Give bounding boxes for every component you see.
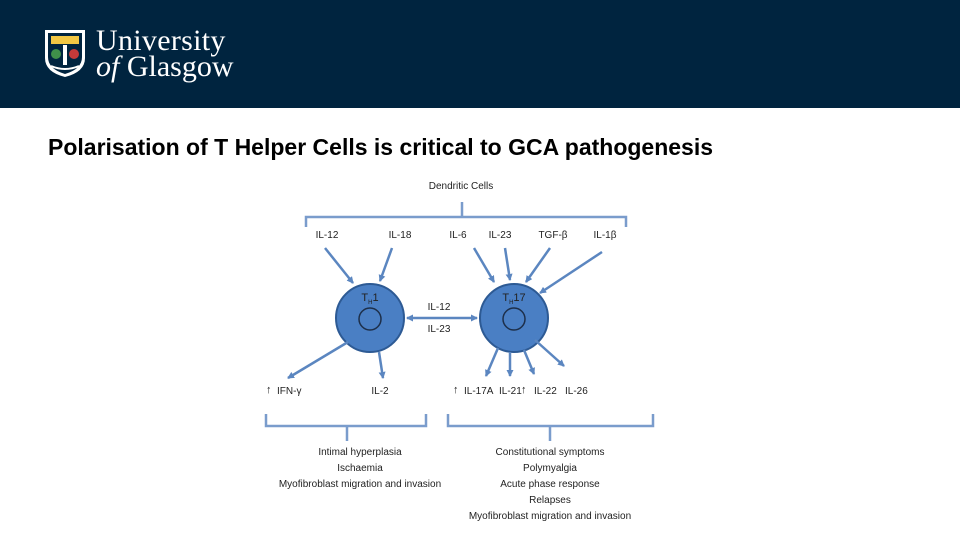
- output-il17a: IL-17A: [464, 386, 494, 397]
- arrow-th17-to-il17a: [484, 347, 500, 377]
- cytokine-il1b: IL-1β: [594, 230, 617, 241]
- th17-effects-bracket: [446, 414, 655, 441]
- th1-effects-bracket: [264, 414, 428, 441]
- th-polarisation-diagram: Dendritic Cells IL-12 IL-18 IL-6 IL-23 T…: [264, 181, 655, 522]
- arrow-il1b-to-th17: [539, 250, 603, 295]
- arrow-th17-to-il26: [534, 339, 565, 367]
- logo-text-university: University: [96, 24, 226, 57]
- input-arrows: [324, 247, 603, 295]
- th17-label: TH17: [502, 292, 525, 306]
- cytokine-il12: IL-12: [316, 230, 339, 241]
- output-il22: IL-22: [534, 386, 557, 397]
- university-logo[interactable]: University of Glasgow: [38, 24, 268, 84]
- arrow-il18-to-th1: [378, 247, 394, 282]
- output-il26: IL-26: [565, 386, 588, 397]
- up-arrow-il22: ↑: [521, 384, 527, 396]
- arrow-th1-to-ifng: [287, 340, 349, 380]
- th17-effect-2: Polymyalgia: [523, 463, 577, 474]
- output-il2: IL-2: [371, 386, 389, 397]
- output-arrows: [287, 339, 565, 380]
- arrow-il23-to-th17: [503, 247, 513, 281]
- output-il21: IL-21: [499, 386, 522, 397]
- logo-text-of: of: [96, 50, 120, 83]
- th17-cell: TH17: [479, 283, 549, 353]
- arrow-th1-to-il2: [377, 351, 386, 379]
- cytokine-il23: IL-23: [489, 230, 512, 241]
- cytokine-il6: IL-6: [449, 230, 467, 241]
- cytokine-il18: IL-18: [389, 230, 412, 241]
- cross-label-il12: IL-12: [428, 302, 451, 313]
- dendritic-cells-label: Dendritic Cells: [429, 181, 493, 192]
- cytokine-tgfb: TGF-β: [538, 230, 567, 241]
- th1-label: TH1: [361, 292, 378, 306]
- th1-effect-1: Intimal hyperplasia: [318, 447, 402, 458]
- header-bar: University of Glasgow: [0, 0, 960, 108]
- arrow-il12-to-th1: [324, 247, 354, 284]
- th1-effect-2: Ischaemia: [337, 463, 383, 474]
- logo-text-of-glasgow: of Glasgow: [96, 52, 234, 82]
- output-ifng: IFN-γ: [277, 386, 301, 397]
- logo-text-glasgow: Glasgow: [126, 50, 234, 83]
- th1-cell: TH1: [335, 283, 405, 353]
- arrow-th17-to-il22: [522, 349, 536, 375]
- th1-effect-3: Myofibroblast migration and invasion: [279, 479, 441, 490]
- crest-icon: [45, 30, 85, 77]
- th17-effect-1: Constitutional symptoms: [496, 447, 605, 458]
- th17-effect-4: Relapses: [529, 495, 571, 506]
- top-bracket: [304, 202, 628, 227]
- th17-effect-3: Acute phase response: [500, 479, 600, 490]
- th17-effect-5: Myofibroblast migration and invasion: [469, 511, 631, 522]
- cross-label-il23: IL-23: [428, 324, 451, 335]
- up-arrow-ifng: ↑: [266, 384, 272, 396]
- arrow-tgfb-to-th17: [524, 247, 552, 283]
- arrow-il6-to-th17: [472, 247, 496, 283]
- slide-title: Polarisation of T Helper Cells is critic…: [48, 134, 714, 160]
- up-arrow-il17a: ↑: [453, 384, 459, 396]
